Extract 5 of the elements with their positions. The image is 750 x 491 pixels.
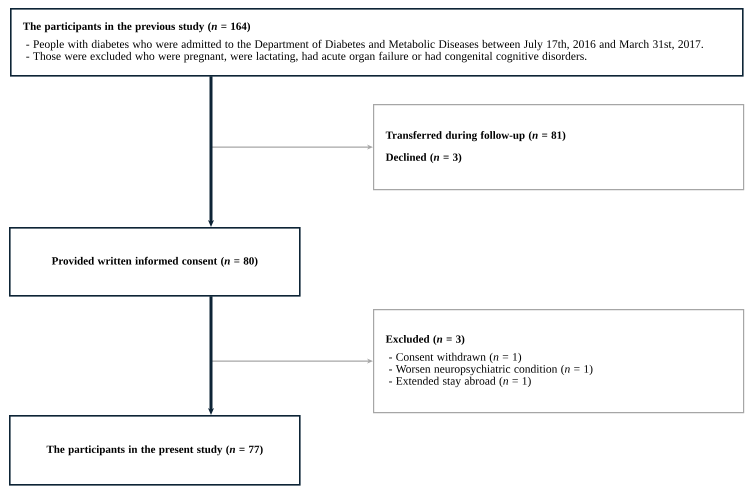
study-box: Provided written informed consent (n = 80) [9, 227, 301, 297]
exclusion-box: Transferred during follow-up (n = 81) Declined (n = 3) [373, 104, 744, 190]
exclusion-box: Excluded (n = 3) - Consent withdrawn (n = 1) - Worsen neuropsychiatric condition (n = 1) - Extended stay abroad (n = 1) [373, 309, 744, 414]
study-box: The participants in the previous study (n = 164) - People with diabetes who were admitted to the Department of Diabetes and Metabolic Diseases between July 17th, 2016 and March 31st, 2017. - Those were excluded who were pregnant, were lactating, had acute organ failure or had congenital cognitive disorders. [10, 8, 744, 77]
study-box: The participants in the present study (n = 77) [9, 415, 301, 486]
